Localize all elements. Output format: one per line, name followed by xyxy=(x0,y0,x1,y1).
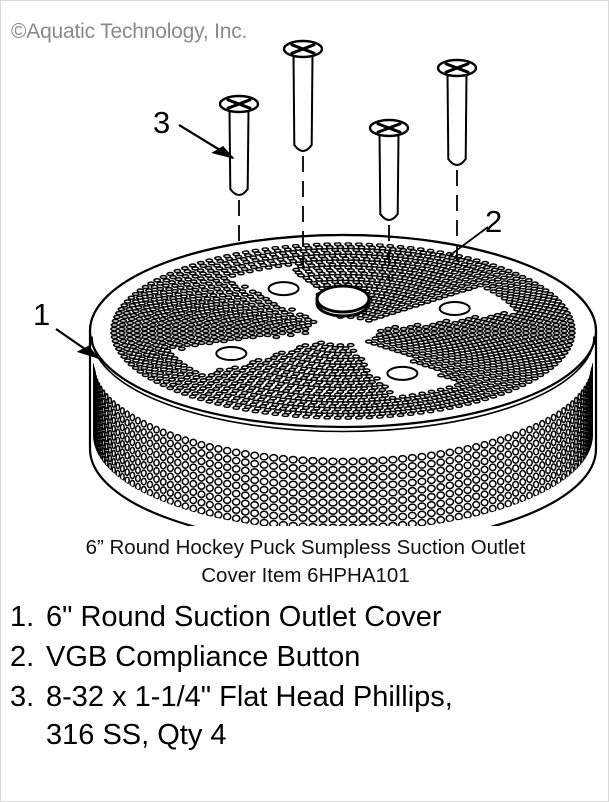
callout-leaders xyxy=(55,124,489,359)
legend-item-number: 1. xyxy=(10,601,35,633)
callout-1-leader xyxy=(55,328,100,359)
side-perforation-pattern xyxy=(93,363,593,526)
legend-item: 1. 6" Round Suction Outlet Cover xyxy=(10,598,600,636)
caption-line-1: 6” Round Hockey Puck Sumpless Suction Ou… xyxy=(85,536,526,559)
legend-item-number: 3. xyxy=(10,681,35,713)
legend-item-text-line: VGB Compliance Button xyxy=(46,641,361,673)
legend-item-text: 8-32 x 1-1/4" Flat Head Phillips, 316 SS,… xyxy=(46,678,600,754)
parts-legend: 1. 6" Round Suction Outlet Cover 2. VGB Com… xyxy=(10,598,600,756)
screw-hole xyxy=(386,365,419,381)
legend-item-number: 2. xyxy=(10,641,35,673)
suction-outlet-cover-figure xyxy=(55,39,598,526)
legend-item-text: VGB Compliance Button xyxy=(46,638,600,676)
legend-item-text: 6" Round Suction Outlet Cover xyxy=(46,598,600,636)
callout-1: 1 xyxy=(33,297,51,332)
legend-item: 3. 8-32 x 1-1/4" Flat Head Phillips, 316 S… xyxy=(10,678,600,754)
screw-hole xyxy=(215,346,248,362)
cover-features xyxy=(215,281,471,381)
caption-line-2: Cover Item 6HPHA101 xyxy=(201,564,410,587)
legend-item-text-line: 6" Round Suction Outlet Cover xyxy=(46,601,442,633)
figure-caption: 6” Round Hockey Puck Sumpless Suction Ou… xyxy=(1,534,608,590)
callout-2: 2 xyxy=(485,204,503,239)
screw-c xyxy=(368,118,410,281)
callout-2-leader xyxy=(448,226,489,257)
legend-item-text-continuation: 316 SS, Qty 4 xyxy=(46,719,227,751)
screw-a xyxy=(218,94,260,241)
legend-item: 2. VGB Compliance Button xyxy=(10,638,600,676)
screw-b xyxy=(282,39,324,269)
callout-3-leader xyxy=(178,124,235,159)
callout-3: 3 xyxy=(153,105,171,140)
screw-d xyxy=(436,58,478,263)
screw-hole xyxy=(438,300,471,316)
copyright-notice: ©Aquatic Technology, Inc. xyxy=(11,20,248,43)
screw-hole xyxy=(267,281,300,297)
screw-group xyxy=(218,39,478,281)
legend-item-text-line: 8-32 x 1-1/4" Flat Head Phillips, xyxy=(46,681,453,713)
vgb-compliance-button xyxy=(315,284,371,318)
